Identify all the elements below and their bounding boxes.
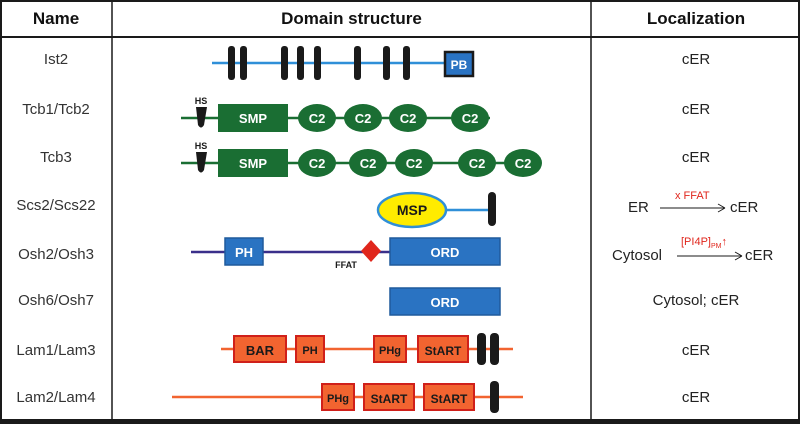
tm-segment — [488, 192, 496, 226]
hs-hairpin — [196, 107, 207, 128]
row-name-ist2: Ist2 — [43, 51, 69, 68]
lam2-structure: PHg StART StART — [172, 381, 523, 413]
smp-domain — [218, 149, 288, 177]
tm-segment — [354, 46, 361, 80]
scs2-to-label: cER — [730, 199, 759, 216]
start-label: StART — [371, 392, 408, 406]
c2-label: C2 — [355, 111, 372, 126]
msp-domain — [376, 191, 448, 229]
header-domain: Domain structure — [281, 9, 422, 28]
phg-domain — [373, 335, 407, 363]
tm-segment — [240, 46, 247, 80]
c2-label: C2 — [469, 156, 486, 171]
ord-domain — [389, 287, 501, 316]
phg-domain — [321, 383, 355, 411]
ph-label: PH — [302, 345, 317, 357]
header-localization: Localization — [646, 9, 746, 28]
c2-label: C2 — [309, 156, 326, 171]
ord-domain — [389, 237, 501, 266]
ffat-motif — [361, 240, 381, 262]
smp-domain — [218, 104, 288, 132]
start-label: StART — [431, 392, 468, 406]
osh6-structure: ORD — [389, 287, 501, 316]
row-name-scs2: Scs2/Scs22 — [16, 197, 96, 214]
row-loc-lam1: cER — [681, 342, 711, 359]
tcb1-structure: HS SMP C2 C2 C2 C2 — [181, 96, 490, 132]
ph-domain — [295, 335, 325, 363]
pb-label: PB — [451, 58, 468, 72]
tm-segment — [490, 333, 499, 365]
ord-label: ORD — [431, 295, 460, 310]
row-name-osh6: Osh6/Osh7 — [18, 292, 94, 309]
smp-label: SMP — [239, 111, 268, 126]
osh2-from-label: Cytosol — [612, 247, 663, 264]
start-domain — [417, 335, 469, 363]
tm-segment — [228, 46, 235, 80]
ord-label: ORD — [431, 245, 460, 260]
row-loc-tcb3: cER — [681, 149, 711, 166]
start-label: StART — [425, 344, 462, 358]
row-loc-lam2: cER — [681, 389, 711, 406]
tm-segment — [314, 46, 321, 80]
c2-label: C2 — [309, 111, 326, 126]
smp-label: SMP — [239, 156, 268, 171]
row-name-tcb3: Tcb3 — [40, 149, 72, 166]
hs-label: HS — [195, 96, 208, 106]
table-bottom-bar — [0, 419, 800, 424]
c2-label: C2 — [406, 156, 423, 171]
c2-label: C2 — [462, 111, 479, 126]
tm-segment — [403, 46, 410, 80]
phg-label: PHg — [327, 393, 349, 405]
c2-label: C2 — [360, 156, 377, 171]
phg-label: PHg — [379, 345, 401, 357]
bar-domain — [233, 335, 287, 363]
row-loc-ist2: cER — [681, 51, 711, 68]
start-domain — [363, 383, 415, 411]
scs2-arrow-label: x FFAT — [675, 190, 710, 202]
hs-label: HS — [195, 141, 208, 151]
osh2-to-label: cER — [745, 247, 774, 264]
c2-label: C2 — [400, 111, 417, 126]
osh2-arrow-label: [PI4P]PM↑ — [681, 236, 727, 251]
row-name-lam1: Lam1/Lam3 — [16, 342, 96, 359]
localization-arrows — [660, 203, 743, 261]
bar-label: BAR — [246, 343, 275, 358]
row-loc-osh6: Cytosol; cER — [652, 292, 740, 309]
ist2-structure: PB — [212, 46, 475, 80]
ph-domain — [224, 237, 264, 266]
ffat-label: FFAT — [335, 260, 357, 270]
scs2-from-label: ER — [628, 199, 649, 216]
ph-label: PH — [235, 245, 253, 260]
start-domain — [423, 383, 475, 411]
row-loc-tcb1: cER — [681, 101, 711, 118]
row-name-tcb1: Tcb1/Tcb2 — [22, 101, 90, 118]
msp-label: MSP — [397, 202, 427, 218]
header-name: Name — [32, 9, 80, 28]
lam1-structure: BAR PH PHg StART — [221, 333, 513, 365]
tm-segment — [383, 46, 390, 80]
row-name-lam2: Lam2/Lam4 — [16, 389, 96, 406]
hs-hairpin — [196, 152, 207, 173]
tm-segment — [490, 381, 499, 413]
scs2-structure: MSP — [376, 191, 496, 229]
pb-domain — [443, 50, 475, 78]
c2-label: C2 — [515, 156, 532, 171]
osh2-structure: PH FFAT ORD — [191, 237, 501, 270]
row-name-osh2: Osh2/Osh3 — [18, 246, 94, 263]
tm-segment — [281, 46, 288, 80]
tm-segment — [477, 333, 486, 365]
tcb3-structure: HS SMP C2 C2 C2 C2 C2 — [181, 141, 542, 177]
tm-segment — [297, 46, 304, 80]
